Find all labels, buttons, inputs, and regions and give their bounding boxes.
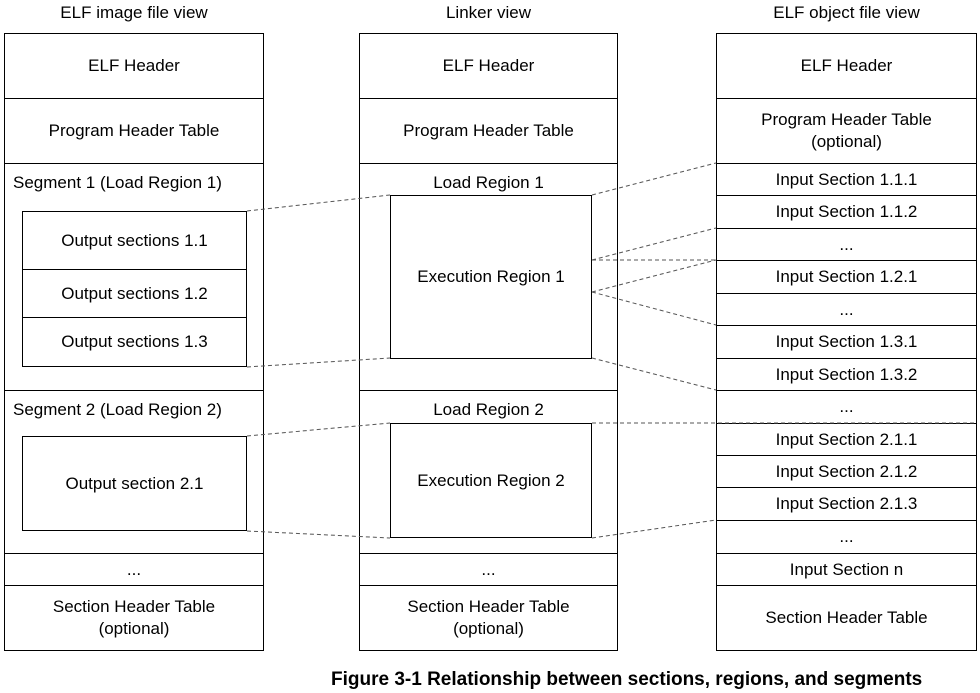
input-section-row: Input Section 1.3.2 xyxy=(716,358,977,391)
image-elf-header-label: ELF Header xyxy=(88,56,180,75)
segment-2-label: Segment 2 (Load Region 2) xyxy=(13,400,222,419)
input-section-row: ... xyxy=(716,520,977,554)
linker-ellipsis-row: ... xyxy=(359,553,618,586)
input-section-row: Input Section 1.3.1 xyxy=(716,325,977,359)
image-program-header-table: Program Header Table xyxy=(4,98,264,164)
input-section-label: Input Section 1.2.1 xyxy=(775,267,918,286)
object-section-header-table: Section Header Table xyxy=(716,585,977,651)
input-section-label: Input Section n xyxy=(789,559,904,579)
input-section-row: Input Section 2.1.1 xyxy=(716,423,977,456)
image-ellipsis-row: ... xyxy=(4,553,264,586)
input-section-label: ... xyxy=(839,299,854,319)
input-section-label: Input Section 1.3.2 xyxy=(775,364,918,384)
output-section-1-2-label: Output sections 1.2 xyxy=(61,283,208,303)
image-section-header-table: Section Header Table (optional) xyxy=(4,585,264,651)
load-region-1-label: Load Region 1 xyxy=(433,173,544,192)
output-section-2-1-label: Output section 2.1 xyxy=(65,473,204,493)
linker-section-header-optional: (optional) xyxy=(453,619,524,638)
output-section-1-1-label: Output sections 1.1 xyxy=(61,230,208,250)
input-section-row: Input Section 2.1.3 xyxy=(716,487,977,521)
input-section-row: ... xyxy=(716,293,977,326)
linker-view-header: Linker view xyxy=(445,3,532,22)
object-view-header: ELF object file view xyxy=(773,3,920,22)
image-view-header: ELF image file view xyxy=(60,3,208,22)
execution-region-2: Execution Region 2 xyxy=(390,423,592,538)
object-program-header-table: Program Header Table (optional) xyxy=(716,98,977,164)
linker-elf-header-label: ELF Header xyxy=(442,56,535,75)
input-section-label: ... xyxy=(839,527,854,546)
linker-section-header-label: Section Header Table xyxy=(407,597,570,616)
input-section-label: Input Section 2.1.3 xyxy=(775,494,918,513)
output-section-1-1: Output sections 1.1 xyxy=(22,211,247,270)
load-region-2-label: Load Region 2 xyxy=(433,400,544,419)
linker-section-header-table: Section Header Table (optional) xyxy=(359,585,618,651)
image-section-header-label: Section Header Table xyxy=(52,597,216,616)
object-elf-header: ELF Header xyxy=(716,33,977,99)
input-section-label: ... xyxy=(839,397,854,416)
execution-region-1-label: Execution Region 1 xyxy=(417,267,565,286)
image-elf-header: ELF Header xyxy=(4,33,264,99)
image-section-header-optional: (optional) xyxy=(98,619,170,638)
input-section-row: Input Section 1.2.1 xyxy=(716,260,977,294)
output-section-1-3-label: Output sections 1.3 xyxy=(61,332,208,351)
input-section-row: ... xyxy=(716,228,977,261)
output-section-1-2: Output sections 1.2 xyxy=(22,269,247,318)
input-section-label: Input Section 1.1.2 xyxy=(775,202,918,221)
input-section-label: Input Section 1.1.1 xyxy=(775,169,918,189)
input-section-row: Input Section n xyxy=(716,553,977,586)
image-ellipsis-label: ... xyxy=(126,559,142,579)
input-section-label: ... xyxy=(839,234,854,254)
linker-elf-header: ELF Header xyxy=(359,33,618,99)
input-section-row: Input Section 1.1.2 xyxy=(716,195,977,229)
execution-region-2-label: Execution Region 2 xyxy=(417,470,565,490)
execution-region-1: Execution Region 1 xyxy=(390,195,592,359)
input-section-label: Input Section 2.1.1 xyxy=(775,429,918,449)
input-section-row: Input Section 2.1.2 xyxy=(716,455,977,488)
input-section-label: Input Section 1.3.1 xyxy=(775,332,918,351)
linker-ellipsis-label: ... xyxy=(481,559,496,579)
output-section-1-3: Output sections 1.3 xyxy=(22,317,247,367)
linker-program-header-table: Program Header Table xyxy=(359,98,618,164)
figure-caption: Figure 3-1 Relationship between sections… xyxy=(331,669,923,690)
linker-program-header-label: Program Header Table xyxy=(403,121,574,140)
image-program-header-label: Program Header Table xyxy=(48,121,220,140)
object-program-header-optional: (optional) xyxy=(811,132,882,151)
input-section-row: ... xyxy=(716,390,977,424)
input-section-row: Input Section 1.1.1 xyxy=(716,163,977,196)
input-section-label: Input Section 2.1.2 xyxy=(775,461,918,481)
object-elf-header-label: ELF Header xyxy=(800,56,893,75)
object-section-header-label: Section Header Table xyxy=(765,608,928,627)
output-section-2-1: Output section 2.1 xyxy=(22,436,247,531)
object-program-header-label: Program Header Table xyxy=(761,110,932,129)
segment-1-label: Segment 1 (Load Region 1) xyxy=(13,173,222,192)
